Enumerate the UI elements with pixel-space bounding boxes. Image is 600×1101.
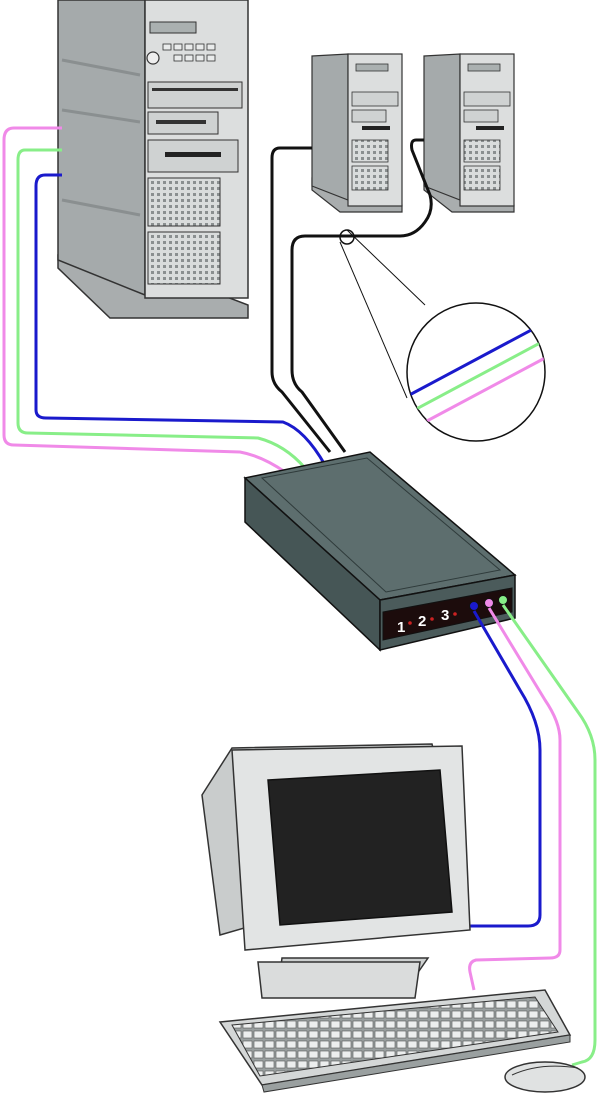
server-icon (311, 53, 403, 213)
mouse-icon (504, 1061, 586, 1093)
keyboard-icon (218, 989, 572, 1093)
monitor-icon (201, 743, 471, 999)
cable-magnifier-icon (339, 229, 546, 442)
large-server-icon (57, 0, 249, 319)
kvm-switch-icon (243, 451, 517, 652)
port-3-label: 3 (441, 607, 449, 624)
black-server-cables (270, 138, 433, 453)
port-1-label: 1 (397, 619, 405, 636)
server-cable-bundle (2, 126, 327, 474)
server-icon (423, 53, 515, 213)
console-cables (468, 604, 597, 1067)
port-2-label: 2 (418, 613, 426, 630)
